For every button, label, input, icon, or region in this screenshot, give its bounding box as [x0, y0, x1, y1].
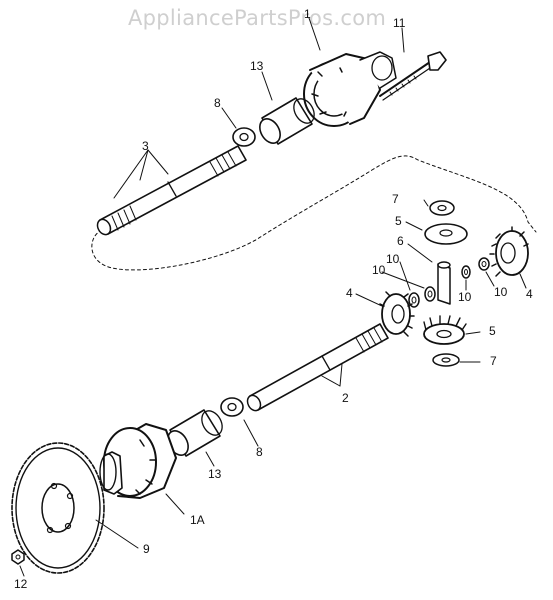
callout-9: 9	[143, 542, 150, 556]
part-10-washer-c	[424, 286, 436, 302]
part-10-washer-a	[478, 257, 490, 271]
part-8-washer-bottom	[220, 397, 244, 417]
callout-13-bottom: 13	[208, 467, 222, 481]
part-8-washer-top	[232, 127, 256, 147]
callout-7-top: 7	[392, 192, 399, 206]
part-5-washer-top	[424, 223, 468, 245]
part-1-housing	[303, 51, 397, 127]
callout-4-right: 4	[526, 287, 533, 301]
dashed-assembly-path	[91, 155, 537, 271]
callout-4-left: 4	[346, 286, 353, 300]
part-5-gear-bottom	[423, 315, 467, 345]
part-2-axle-lower	[246, 323, 389, 412]
callout-5-top: 5	[395, 214, 402, 228]
callout-10-c: 10	[458, 290, 472, 304]
callout-6: 6	[397, 234, 404, 248]
part-6-pin	[437, 261, 451, 305]
callout-3: 3	[142, 139, 149, 153]
part-12-nut	[11, 549, 25, 565]
part-3-axle-upper	[96, 145, 247, 236]
callout-8-bottom: 8	[256, 445, 263, 459]
part-13-sleeve-top	[259, 97, 315, 145]
callout-8-top: 8	[214, 96, 221, 110]
callout-13-top: 13	[250, 59, 264, 73]
callout-11: 11	[393, 16, 406, 30]
callout-12: 12	[14, 577, 28, 591]
callout-7-bottom: 7	[490, 354, 497, 368]
callout-10-b: 10	[372, 263, 386, 277]
part-11-bolt	[379, 51, 447, 101]
part-7-washer-bottom	[432, 353, 460, 367]
callout-1A: 1A	[190, 513, 205, 527]
part-4-gear-right	[489, 226, 529, 277]
callout-2: 2	[342, 391, 349, 405]
part-7-washer-top	[429, 200, 455, 216]
leader-lines	[19, 17, 527, 577]
callout-10-a: 10	[386, 252, 400, 266]
part-4-gear-left	[379, 291, 415, 337]
callout-5-bottom: 5	[489, 324, 496, 338]
callout-10-d: 10	[494, 285, 508, 299]
part-9-sprocket	[11, 442, 105, 574]
part-10-washer-b	[461, 265, 471, 279]
callout-1: 1	[304, 7, 311, 21]
watermark: AppliancePartsPros.com	[128, 6, 387, 30]
part-1A-housing	[99, 423, 177, 499]
